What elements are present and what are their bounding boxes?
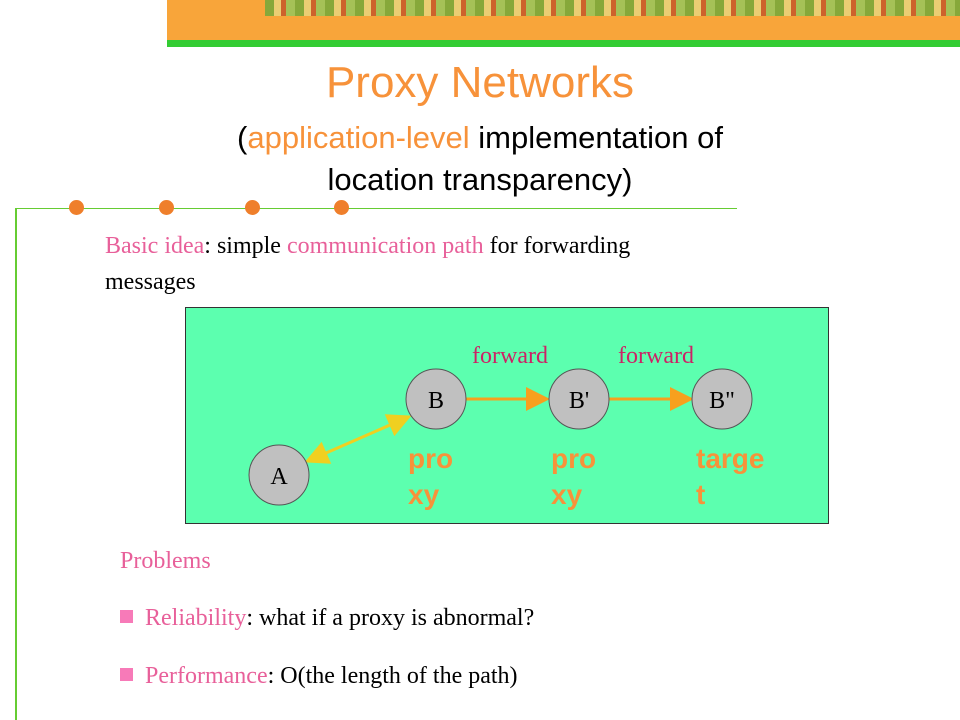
divider-dot bbox=[245, 200, 260, 215]
subtitle-line2: location transparency) bbox=[327, 162, 633, 197]
slide-title: Proxy Networks bbox=[325, 58, 635, 107]
role-label-proxy-2-line2: xy bbox=[551, 479, 583, 510]
node-a-label: A bbox=[270, 464, 288, 490]
basic-idea-highlight: communication path bbox=[286, 233, 484, 259]
node-a bbox=[248, 444, 310, 506]
subtitle-open-paren: ( bbox=[237, 120, 248, 155]
problems-heading: Problems bbox=[120, 548, 211, 574]
proxy-diagram: A B B' B" forward forward pro xy pro xy … bbox=[185, 307, 829, 524]
basic-idea-mid: : simple bbox=[204, 233, 287, 259]
role-label-proxy-1-line1: pro bbox=[408, 443, 453, 474]
edge-label-forward-2: forward bbox=[618, 343, 694, 369]
left-rule bbox=[15, 208, 17, 720]
divider-dot bbox=[334, 200, 349, 215]
banner-rule bbox=[167, 40, 960, 47]
slide-subtitle: (application-level implementation of loc… bbox=[140, 117, 820, 201]
problem-label: Performance bbox=[145, 663, 268, 689]
divider-dot bbox=[69, 200, 84, 215]
square-bullet-icon bbox=[120, 668, 133, 681]
role-label-proxy-1-line2: xy bbox=[408, 479, 440, 510]
square-bullet-icon bbox=[120, 610, 133, 623]
problem-item-performance: Performance: O(the length of the path) bbox=[120, 663, 518, 690]
banner-decoration bbox=[265, 0, 960, 16]
problem-label: Reliability bbox=[145, 605, 247, 631]
a-b-bidirectional-arrow bbox=[304, 414, 412, 464]
problem-text: : what if a proxy is abnormal? bbox=[246, 605, 535, 631]
divider-dot bbox=[159, 200, 174, 215]
node-b bbox=[405, 368, 467, 430]
node-b-prime-label: B' bbox=[569, 388, 589, 414]
problem-item-reliability: Reliability: what if a proxy is abnormal… bbox=[120, 605, 534, 632]
diagram-canvas: A B B' B" forward forward pro xy pro xy … bbox=[248, 343, 764, 510]
role-label-target-line2: t bbox=[696, 479, 705, 510]
node-b-prime bbox=[548, 368, 610, 430]
basic-idea-text: Basic idea: simple communication path fo… bbox=[105, 228, 725, 300]
role-label-proxy-2-line1: pro bbox=[551, 443, 596, 474]
title-divider bbox=[15, 208, 737, 209]
basic-idea-rest: for forwarding messages bbox=[105, 233, 631, 295]
basic-idea-label: Basic idea bbox=[105, 233, 205, 259]
node-b-double-prime-label: B" bbox=[709, 388, 735, 414]
role-label-target-line1: targe bbox=[696, 443, 764, 474]
node-b-double-prime bbox=[691, 368, 753, 430]
subtitle-highlight: application-level bbox=[247, 120, 470, 155]
problem-text: : O(the length of the path) bbox=[267, 663, 518, 689]
edge-label-forward-1: forward bbox=[472, 343, 548, 369]
node-b-label: B bbox=[428, 388, 444, 414]
subtitle-rest: implementation of bbox=[469, 120, 723, 155]
